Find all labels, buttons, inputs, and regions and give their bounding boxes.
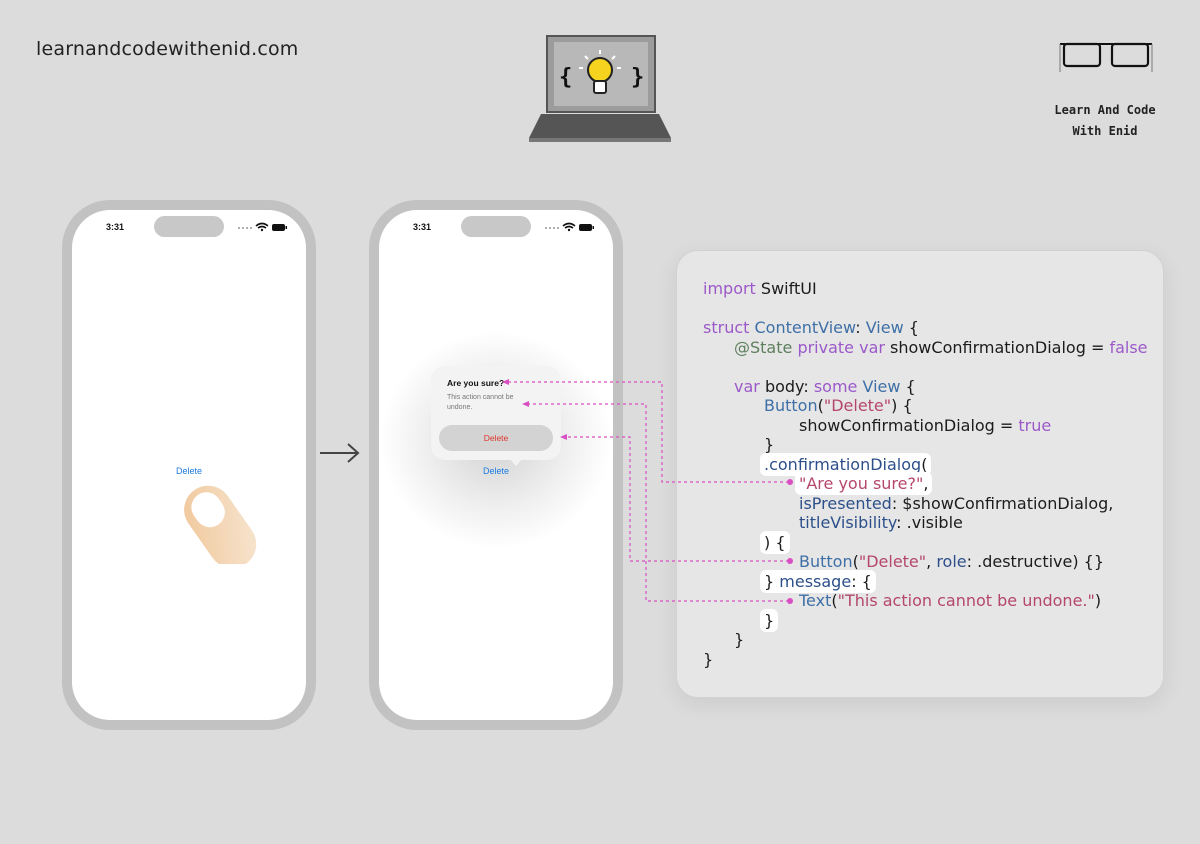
code-line-18: } [703,650,714,669]
dynamic-island [461,216,531,237]
code-line-6: showConfirmationDialog = true [799,416,1052,435]
dialog-message: This action cannot be undone. [447,394,514,411]
confirmation-dialog: Are you sure? This action cannot be undo… [431,366,561,466]
status-icons [545,222,594,232]
code-line-7: } [764,435,775,454]
code-panel: import SwiftUI struct ContentView: View … [676,250,1164,698]
signal-dots-icon [545,227,559,229]
svg-text:{: { [559,65,572,90]
delete-button[interactable]: Delete [482,466,509,476]
status-time: 3:31 [106,222,125,232]
dialog-delete-button[interactable]: Delete [439,425,553,451]
wifi-icon [255,222,269,232]
battery-icon [579,224,594,231]
dynamic-island [154,216,224,237]
code-line-1: import SwiftUI [703,279,817,298]
phone-screen: 3:31 Delete [72,210,306,720]
signal-dots-icon [238,227,252,229]
svg-text:}: } [631,65,644,90]
delete-button[interactable]: Delete [175,466,202,476]
brand-line-2: With Enid [1072,124,1138,138]
tap-finger-icon [184,485,257,564]
code-line-9: "Are you sure?", [795,472,933,495]
phone-after: 3:31 Are you sure? This action cannot be… [369,200,623,730]
dialog-title: Are you sure? [447,378,505,388]
code-line-14: } message: { [760,570,876,593]
dialog-pointer [509,458,523,466]
wifi-icon [562,222,576,232]
code-line-3: @State private var showConfirmationDialo… [734,338,1148,357]
code-line-16: } [760,609,779,632]
code-line-2: struct ContentView: View { [703,318,919,337]
code-line-11: titleVisibility: .visible [799,513,963,532]
phone-before: 3:31 Delete [62,200,316,730]
phone-screen: 3:31 Are you sure? This action cannot be… [379,210,613,720]
battery-icon [272,224,287,231]
code-line-4: var body: some View { [734,377,916,396]
brand-name: Learn And Code With Enid [1040,100,1170,142]
status-icons [238,222,287,232]
site-url[interactable]: learnandcodewithenid.com [36,38,299,60]
glasses-logo-icon [1059,42,1153,72]
code-line-8: .confirmationDialog( [760,453,932,476]
brand-line-1: Learn And Code [1054,103,1156,117]
code-line-13: Button("Delete", role: .destructive) {} [799,552,1105,571]
code-line-15: Text("This action cannot be undone.") [799,591,1102,610]
code-line-10: isPresented: $showConfirmationDialog, [799,494,1114,513]
code-line-12: ) { [760,531,790,554]
code-line-5: Button("Delete") { [764,396,913,415]
laptop-lightbulb-logo-icon: { } [529,35,671,142]
status-time: 3:31 [413,222,432,232]
code-line-17: } [734,630,745,649]
arrow-right-icon [320,443,360,463]
